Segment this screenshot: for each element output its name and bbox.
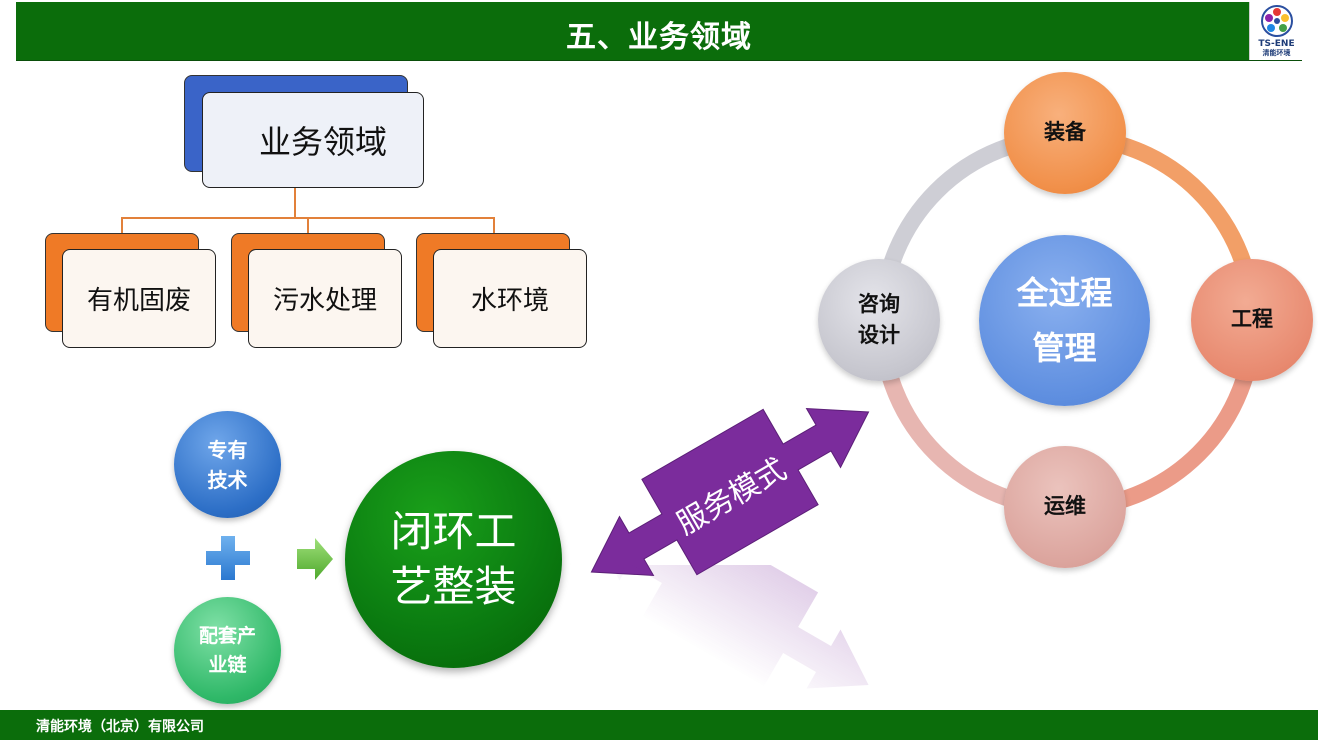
connector-right [493, 217, 495, 234]
child-box-2: 污水处理 [248, 249, 402, 348]
equipment-label: 装备 [1044, 120, 1086, 145]
closed-loop-circle: 闭环工 艺整装 [345, 451, 562, 668]
company-logo: TS-ENE 清能环境 [1249, 2, 1303, 60]
company-name: 清能环境（北京）有限公司 [36, 719, 204, 735]
page-title: 五、业务领域 [566, 20, 752, 55]
logo-text: TS-ENE [1258, 39, 1295, 49]
service-arrow-reflection [591, 565, 869, 689]
full-process-label: 全过程 管理 [1016, 274, 1113, 367]
tech-bubble: 专有 技术 [174, 411, 281, 518]
child-box-3: 水环境 [433, 249, 587, 348]
arrow-right-icon [297, 538, 333, 580]
logo-subtext: 清能环境 [1262, 49, 1291, 57]
consulting-node: 咨询 设计 [818, 259, 940, 381]
plus-icon [206, 536, 250, 580]
root-box: 业务领域 [202, 92, 424, 188]
connector-vertical [294, 188, 296, 218]
root-label: 业务领域 [258, 123, 387, 161]
closed-loop-label: 闭环工 艺整装 [390, 506, 517, 611]
child-label-2: 污水处理 [272, 286, 377, 316]
equipment-node: 装备 [1004, 72, 1126, 194]
child-label-3: 水环境 [470, 286, 549, 316]
engineering-node: 工程 [1191, 259, 1313, 381]
tech-label: 专有 技术 [207, 437, 248, 492]
full-process-circle: 全过程 管理 [979, 235, 1150, 406]
operation-node: 运维 [1004, 446, 1126, 568]
logo-icon [1261, 5, 1293, 37]
footer-bar: 清能环境（北京）有限公司 [0, 710, 1318, 740]
connector-left [121, 217, 123, 234]
operation-label: 运维 [1044, 494, 1086, 519]
chain-label: 配套产 业链 [198, 625, 256, 676]
service-arrow [590, 408, 870, 576]
connector-middle [307, 217, 309, 234]
consulting-label: 咨询 设计 [858, 291, 900, 348]
engineering-label: 工程 [1231, 307, 1273, 332]
header-bar: 五、业务领域 [16, 2, 1302, 61]
child-box-1: 有机固废 [62, 249, 216, 348]
child-label-1: 有机固废 [86, 286, 191, 316]
chain-bubble: 配套产 业链 [174, 597, 281, 704]
